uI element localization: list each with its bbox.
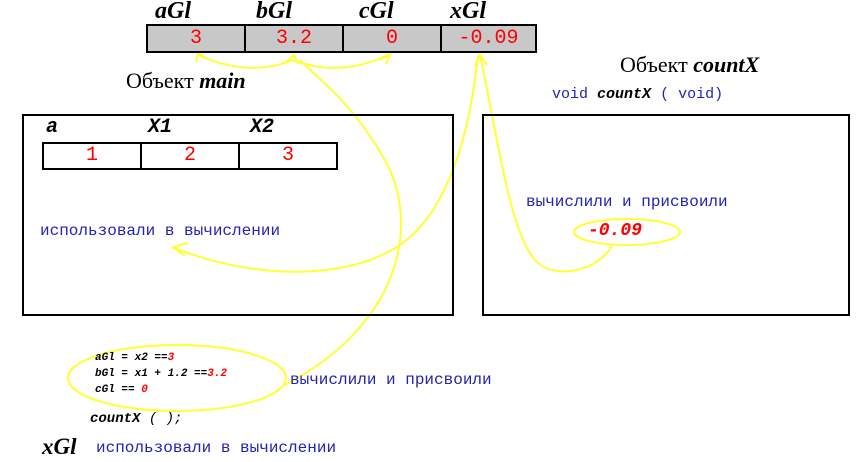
arrow-code-to-globals xyxy=(284,59,402,386)
call-name: countX xyxy=(90,411,141,427)
cell-bgl-value: 3.2 xyxy=(244,24,344,53)
code-computed-text: вычислили и присвоили xyxy=(290,371,492,389)
cell-a-value: 1 xyxy=(42,142,142,170)
header-bgl: bGl xyxy=(256,0,292,24)
header-x1: X1 xyxy=(148,116,173,139)
main-object-box xyxy=(22,114,454,316)
countx-object-box xyxy=(482,114,850,316)
arrowhead-main xyxy=(170,242,189,257)
code-line-cgl-code: cGl == xyxy=(95,384,135,396)
cell-x1-value: 2 xyxy=(140,142,240,170)
arrow-xgl-to-result xyxy=(479,54,613,273)
code-ellipse xyxy=(67,344,287,412)
code-line-agl-code: aGl = x2 == xyxy=(95,352,168,364)
countx-title-name: countX xyxy=(693,52,760,77)
header-cgl: cGl xyxy=(359,0,394,24)
signature-args: ( void) xyxy=(660,86,724,103)
countx-computed-text: вычислили и присвоили xyxy=(526,193,728,211)
call-args: ( ); xyxy=(148,411,183,427)
code-line-agl: aGl = x2 ==3 xyxy=(95,352,174,364)
code-line-agl-value: 3 xyxy=(167,352,175,364)
main-title: Объект main xyxy=(126,68,246,94)
arrow-xgl-to-main xyxy=(174,54,479,273)
code-line-bgl-code: bGl = x1 + 1.2 == xyxy=(95,368,208,380)
code-line-bgl-value: 3.2 xyxy=(207,368,228,380)
header-x2: X2 xyxy=(250,116,275,139)
code-line-bgl: bGl = x1 + 1.2 ==3.2 xyxy=(95,368,227,380)
arrowhead-bgl xyxy=(285,53,299,65)
result-ellipse xyxy=(573,218,681,246)
cell-xgl-value: -0.09 xyxy=(440,24,537,53)
header-xgl: xGl xyxy=(450,0,486,24)
cell-cgl-value: 0 xyxy=(342,24,442,53)
main-used-text: использовали в вычислении xyxy=(40,222,281,240)
countx-signature: void countX ( void) xyxy=(552,86,723,103)
arrow-globals-link xyxy=(197,54,389,69)
cell-x2-value: 3 xyxy=(238,142,338,170)
header-a: a xyxy=(46,116,59,139)
header-agl: aGl xyxy=(155,0,191,24)
signature-name: countX xyxy=(597,86,652,103)
countx-title: Объект countX xyxy=(620,52,759,78)
xgl-used-text: использовали в вычислении xyxy=(96,439,337,457)
arrowhead-agl xyxy=(195,51,207,63)
countx-result-value: -0.09 xyxy=(588,221,643,241)
arrowhead-cgl xyxy=(379,52,393,65)
main-title-name: main xyxy=(199,68,246,93)
code-call-countx: countX ( ); xyxy=(90,411,182,427)
code-line-cgl: cGl == 0 xyxy=(95,384,148,396)
xgl-label: xGl xyxy=(42,434,77,459)
countx-title-word: Объект xyxy=(620,52,688,77)
cell-agl-value: 3 xyxy=(146,24,246,53)
code-line-cgl-value: 0 xyxy=(141,384,148,396)
arrowhead-xgl xyxy=(474,52,488,67)
main-title-word: Объект xyxy=(126,68,194,93)
signature-type: void xyxy=(552,86,589,103)
